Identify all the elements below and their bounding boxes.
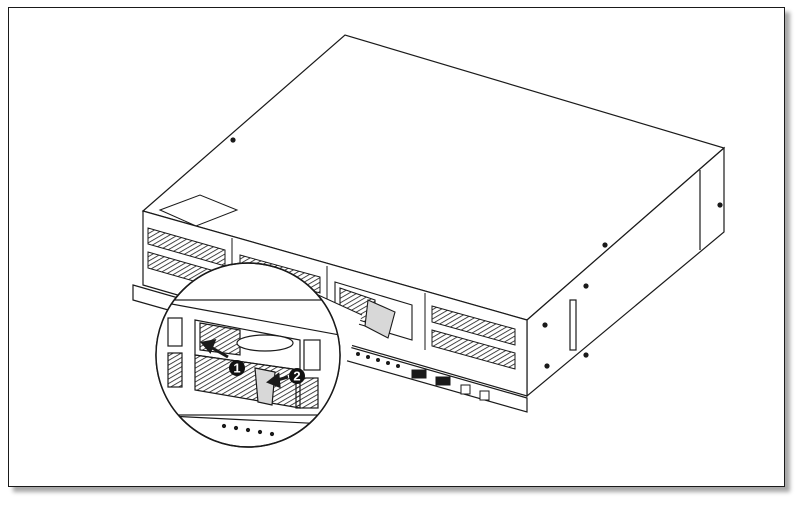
callout-1: 1 (229, 360, 245, 376)
drive-bay (431, 305, 516, 346)
callout-1-label: 1 (233, 361, 240, 376)
arrow-icon (200, 339, 289, 389)
drive-bay (431, 329, 516, 370)
front-controls (356, 352, 490, 401)
top-label (158, 194, 239, 227)
drive-body-zoom (194, 354, 301, 409)
magnifier-callout (155, 262, 363, 448)
release-lever-zoom (254, 367, 276, 406)
callout-2: 2 (289, 368, 305, 384)
callout-2-label: 2 (293, 369, 300, 384)
release-lever (364, 299, 396, 339)
